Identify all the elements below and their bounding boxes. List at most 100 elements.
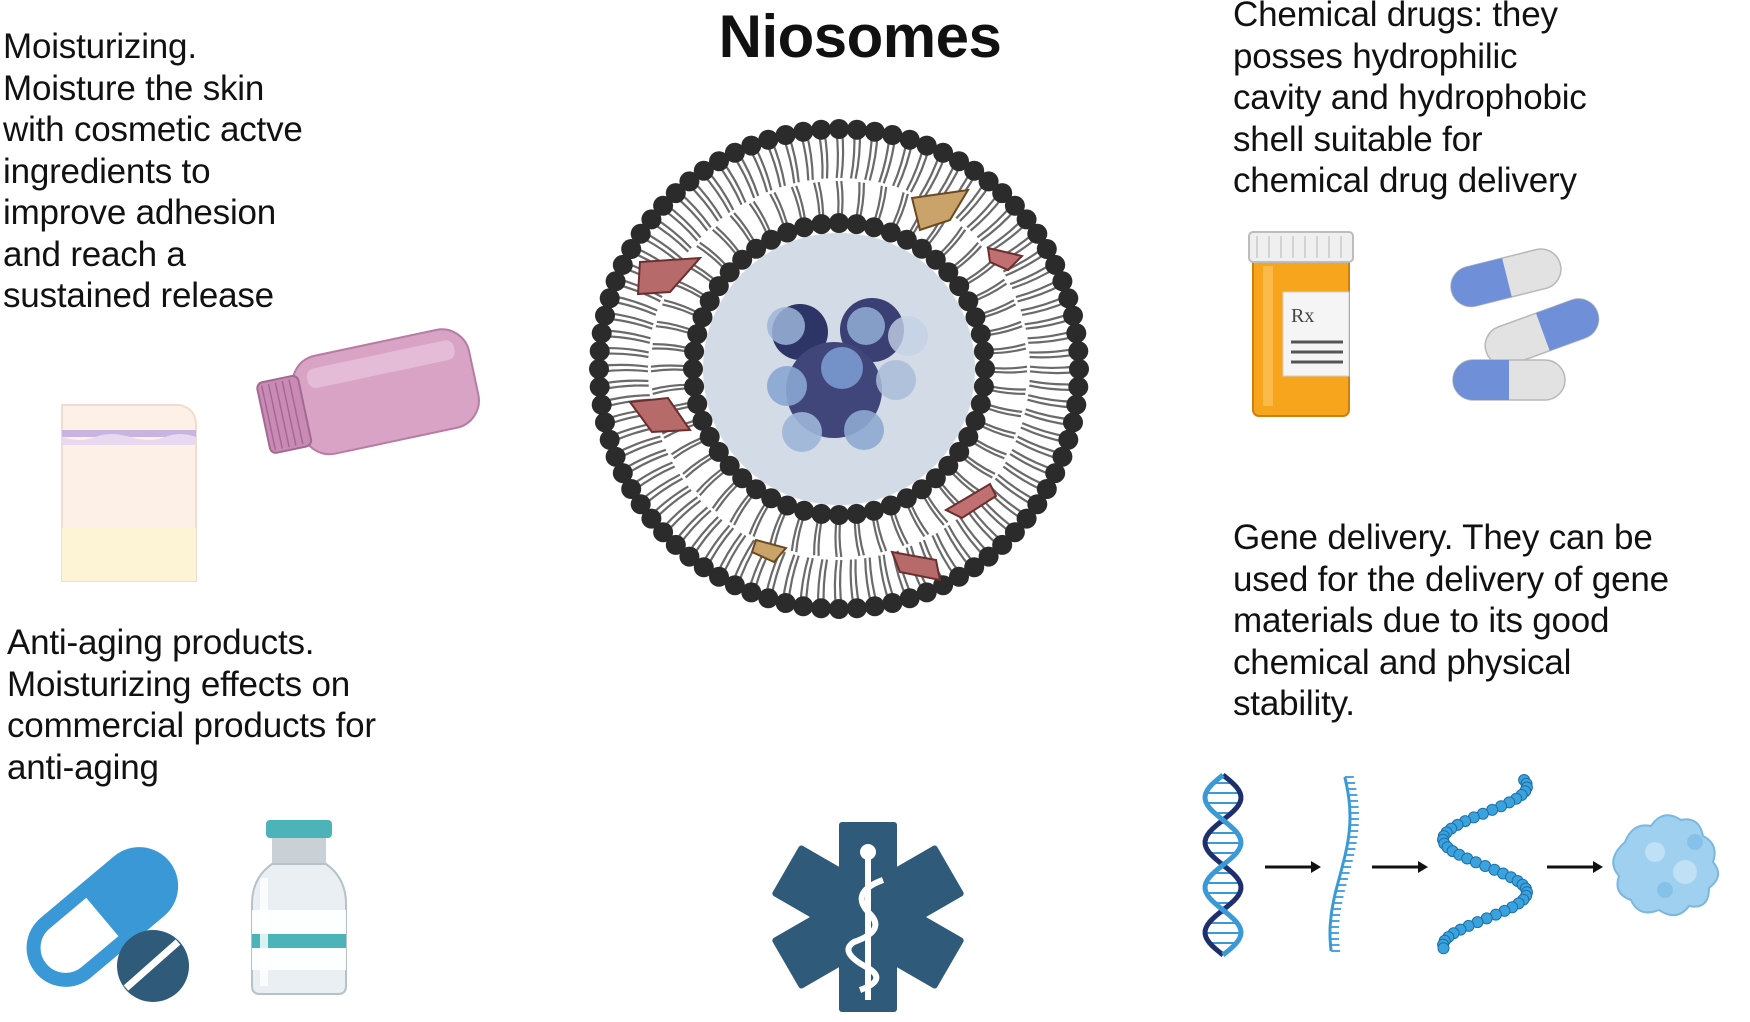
lipid-headgroup (794, 217, 815, 238)
lipid-headgroup (846, 503, 867, 524)
lipid-headgroup (949, 276, 970, 297)
lipid-headgroup (630, 223, 651, 244)
lipid-headgroup (1052, 271, 1073, 292)
lipid-headgroup (811, 119, 832, 140)
lipid-headgroup (612, 254, 633, 275)
lipid-headgroup (732, 468, 753, 489)
skin-layers-icon (61, 404, 197, 582)
lipid-headgroup (679, 171, 700, 192)
lipid-headgroup (687, 324, 708, 345)
lipid-headgroup (978, 171, 999, 192)
lipid-headgroup (589, 359, 609, 379)
lipid-headgroup (1052, 446, 1073, 467)
lipid-headgroup (679, 546, 700, 567)
lipid-headgroup (793, 121, 814, 142)
lipid-headgroup (829, 505, 849, 525)
lipid-headgroup (899, 129, 920, 150)
cosmetic-bottle-icon (256, 328, 480, 456)
lipid-headgroup (641, 209, 662, 230)
folded-protein-icon (1612, 814, 1720, 917)
lipid-headgroup (794, 500, 815, 521)
lipid-headgroup (864, 121, 885, 142)
lipid-headgroup (970, 324, 991, 345)
bilayer-headgroups (589, 119, 1089, 619)
lipid-headgroup (1045, 463, 1066, 484)
amino-acid-bead (1437, 942, 1450, 955)
lipid-headgroup (896, 488, 917, 509)
drug-crystal (943, 482, 998, 520)
lipid-headgroup (965, 307, 986, 328)
lipid-headgroup (683, 359, 703, 379)
drug-crystal (628, 396, 692, 434)
lipid-headgroup (863, 500, 884, 521)
lipid-headgroup (970, 393, 991, 414)
lipid-headgroup (1063, 412, 1083, 433)
lipid-headgroup (793, 596, 814, 617)
drug-crystal (986, 246, 1024, 272)
lipid-headgroup (709, 566, 729, 587)
lipid-headgroup (741, 135, 762, 156)
lipid-headgroup (958, 426, 979, 447)
lipid-headgroup (958, 291, 979, 312)
dna-double-helix-icon (1202, 773, 1244, 957)
lipid-headgroup (846, 598, 867, 619)
lipid-headgroup (916, 582, 937, 603)
lipid-headgroup (992, 534, 1013, 555)
lipid-headgroup (1058, 429, 1079, 450)
lipid-headgroup (591, 323, 612, 344)
lipid-headgroup (938, 262, 959, 283)
lipid-headgroup (741, 582, 762, 603)
hydrophobic-drug-crystals (628, 188, 1024, 582)
gene-delivery-pipeline (1202, 773, 1720, 957)
lipid-headgroup (1036, 239, 1057, 259)
lipid-headgroup (630, 494, 651, 515)
lipid-headgroup (589, 341, 610, 362)
lipid-headgroup (964, 557, 985, 578)
drug-crystal (750, 538, 788, 564)
lipid-headgroup (896, 229, 917, 250)
mrna-strand-icon (1328, 776, 1359, 952)
drug-crystal (910, 188, 970, 232)
lipid-headgroup (684, 376, 705, 397)
lipid-headgroup (687, 393, 708, 414)
lipid-headgroup (761, 488, 782, 509)
lipid-headgroup (829, 599, 849, 619)
lipid-headgroup (829, 213, 849, 233)
lipid-headgroup (916, 135, 937, 156)
lipid-headgroup (992, 183, 1013, 204)
lipid-headgroup (758, 129, 779, 150)
lipid-headgroup (599, 288, 620, 309)
lipid-headgroup (693, 160, 714, 181)
lipid-headgroup (761, 229, 782, 250)
lipid-headgroup (829, 119, 849, 139)
lipid-headgroup (719, 262, 740, 283)
lipid-headgroup (599, 429, 620, 450)
lipid-headgroup (665, 534, 686, 555)
lipid-headgroup (684, 341, 705, 362)
drug-crystal (890, 550, 942, 582)
lipid-headgroup (732, 249, 753, 270)
drug-crystal (636, 256, 703, 296)
lipid-headgroup (746, 479, 767, 500)
lipid-headgroup (653, 195, 674, 216)
lipid-headgroup (863, 217, 884, 238)
lipid-headgroup (911, 238, 932, 259)
lipid-headgroup (925, 249, 946, 270)
lipid-headgroup (1058, 288, 1079, 309)
lipid-headgroup (758, 588, 779, 609)
anti-aging-text: Anti-aging products. Moisturizing effect… (7, 623, 376, 787)
chemical-drugs-text: Chemical drugs: they posses hydrophilic … (1233, 0, 1587, 200)
lipid-headgroup (846, 214, 867, 235)
lipid-headgroup (708, 276, 729, 297)
lipid-headgroup (641, 508, 662, 529)
lipid-headgroup (911, 479, 932, 500)
lipid-headgroup (595, 412, 615, 433)
lipid-headgroup (1004, 195, 1025, 216)
lipid-headgroup (965, 410, 986, 431)
lipid-headgroup (746, 238, 767, 259)
lipid-headgroup (1066, 323, 1087, 344)
arrow-2 (1372, 861, 1428, 873)
arrow-3 (1547, 861, 1603, 873)
lipid-headgroup (724, 575, 745, 596)
